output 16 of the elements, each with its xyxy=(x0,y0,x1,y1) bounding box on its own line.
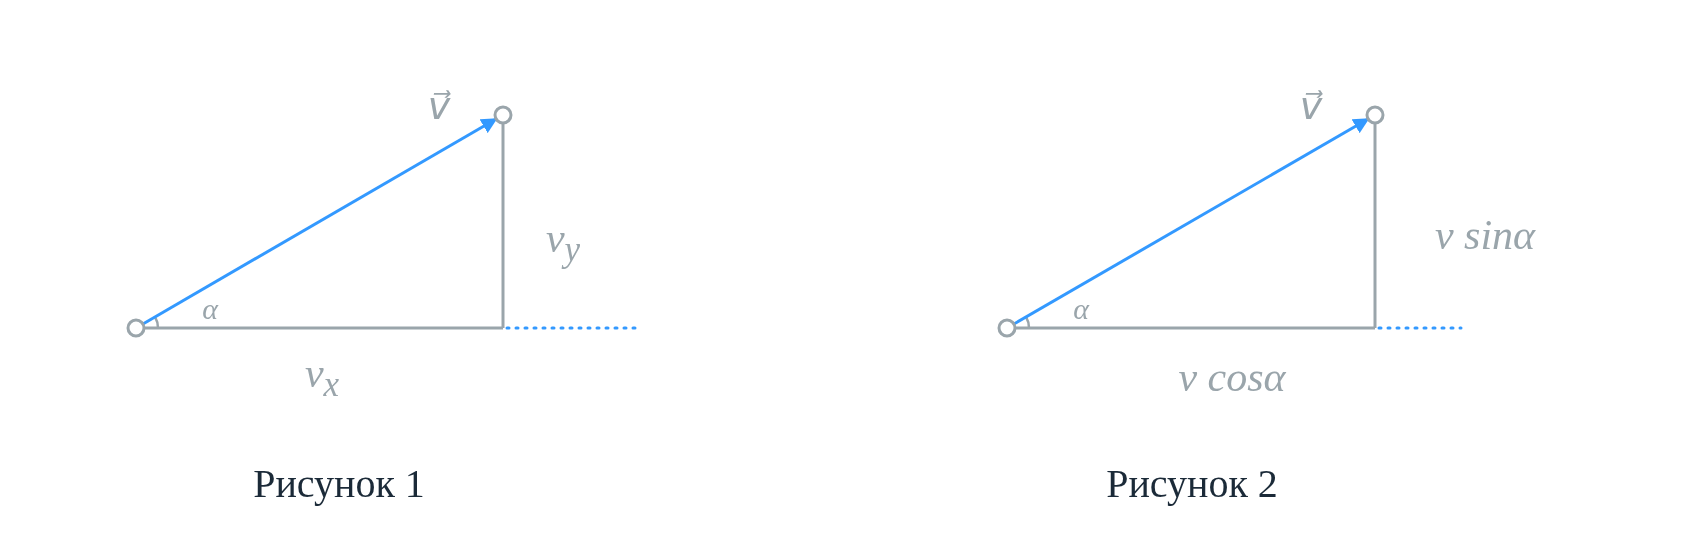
angle-label: α xyxy=(1073,294,1089,324)
vector-arrow xyxy=(1013,117,1370,326)
vector-label: v$_{y}$ xyxy=(545,216,581,268)
point-circle xyxy=(1365,105,1385,125)
vector-label: v sinα xyxy=(1434,214,1536,256)
vector-arrow xyxy=(142,117,498,326)
vector-label: v⃗ xyxy=(427,87,451,125)
vector-label: v⃗ xyxy=(1299,87,1323,125)
figure-caption: Рисунок 1 xyxy=(253,464,425,504)
point-circle xyxy=(126,318,146,338)
angle-label: α xyxy=(202,294,218,324)
figure-caption: Рисунок 2 xyxy=(1106,464,1278,504)
point-circle xyxy=(493,105,513,125)
point-circle xyxy=(997,318,1017,338)
vector-label: v cosα xyxy=(1178,356,1286,398)
vector-label: v$_{x}$ xyxy=(304,351,340,403)
